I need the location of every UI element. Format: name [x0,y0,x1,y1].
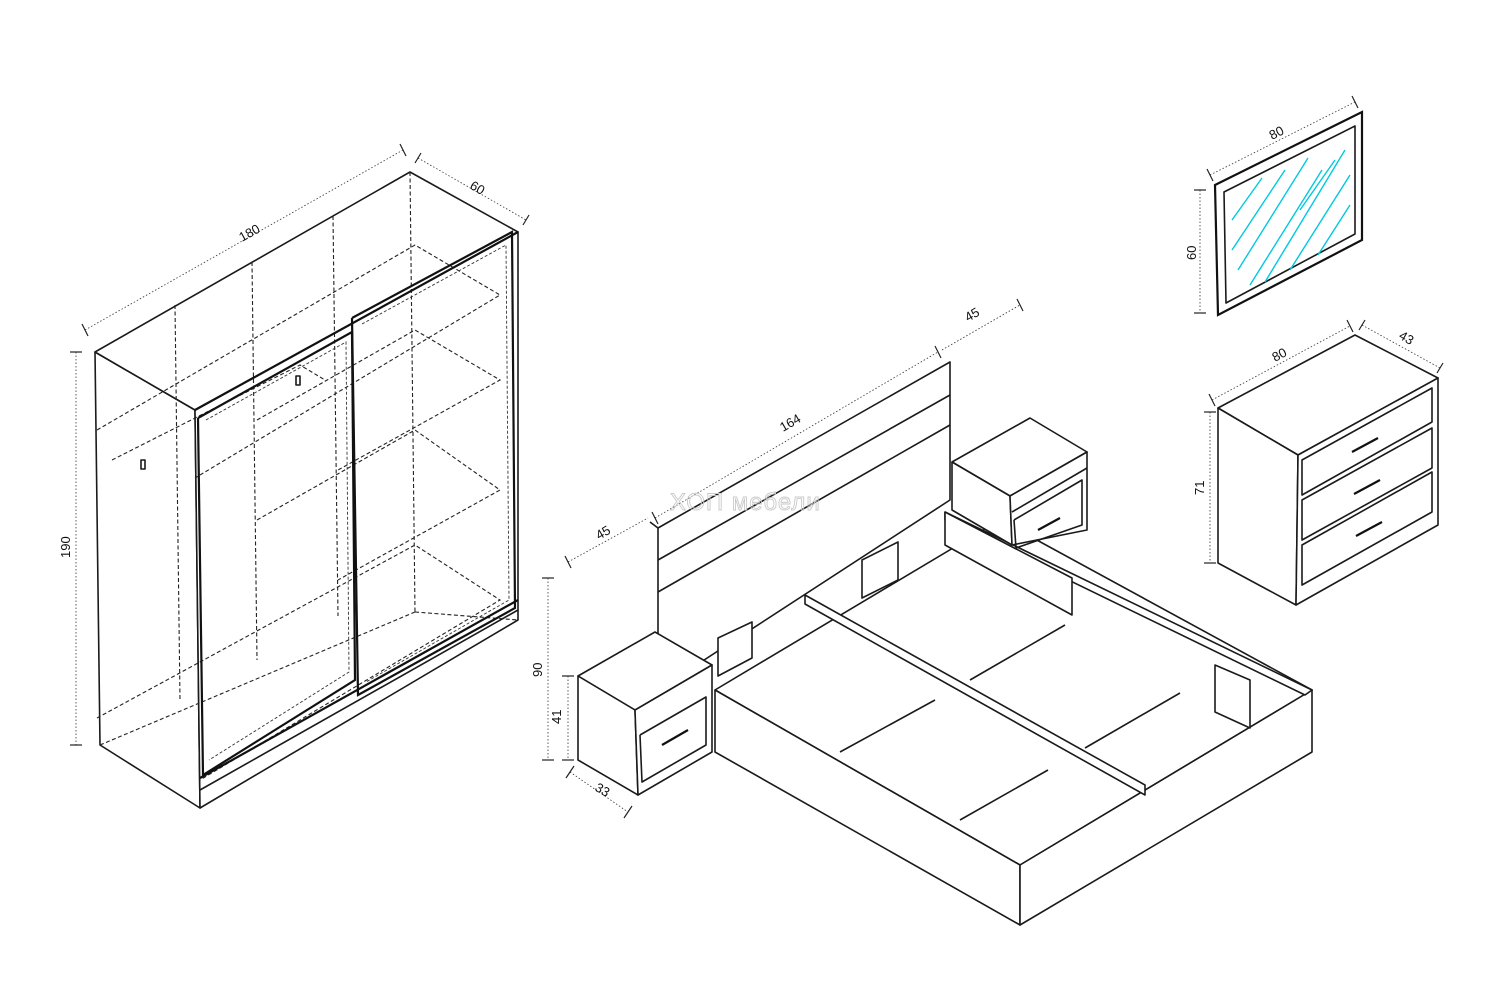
wardrobe-hidden-edge [99,611,416,746]
wardrobe [94,171,519,809]
handle-icon [295,375,301,386]
wardrobe-bottom-rail [199,609,519,791]
wardrobe-door-right-inner [361,244,510,683]
dresser-front [1295,377,1439,606]
wardrobe-divider [251,261,258,661]
handle-icon [1355,521,1383,537]
wardrobe-door-right [350,230,517,697]
wardrobe-door-left-inner [205,341,350,761]
nightstand-front [1009,451,1088,546]
handle-icon [1353,479,1381,495]
nightstand-height-label: 41 [549,710,564,724]
dresser-depth-label: 43 [1397,328,1417,348]
bed-frame-right [1019,689,1313,926]
nightstand-dimensions: 41 33 [549,675,633,819]
wardrobe-divider [332,215,339,617]
mirror-dimensions: 80 60 [1184,95,1359,314]
wardrobe-height-label: 190 [58,536,73,558]
nightstand-right [951,417,1088,549]
wardrobe-door-left [196,330,357,777]
wardrobe-shelf [96,544,502,781]
dresser-height-label: 71 [1192,481,1207,495]
bed [649,361,1313,926]
dresser [1217,334,1439,606]
wardrobe-depth-label: 60 [468,178,488,198]
nightstand-left [577,631,713,796]
wardrobe-shelf [96,244,502,479]
handle-icon [1037,517,1061,531]
dresser-dimensions: 80 43 71 [1192,319,1444,564]
wardrobe-dimensions: 180 60 190 [58,143,530,746]
dresser-width-label: 80 [1269,345,1289,365]
handle-icon [1351,437,1379,453]
handle-icon [140,459,146,470]
mirror [1213,110,1364,317]
bed-width-label: 164 [777,411,803,435]
bed-support [861,541,899,599]
handle-icon [661,729,689,746]
bed-side-left-label: 45 [593,522,613,542]
wardrobe-hidden-edge [414,611,519,621]
nightstand-front [634,664,713,796]
mirror-height-label: 60 [1184,246,1199,260]
bed-side-top-label: 45 [962,304,982,324]
bed-support [717,621,753,677]
mirror-reflection [1231,149,1351,286]
wardrobe-hidden-edge [409,171,416,613]
wardrobe-bottom-rail [199,599,519,779]
bed-inner-board [944,511,1073,616]
nightstand-depth-label: 33 [593,780,613,800]
wardrobe-rail [111,364,326,461]
mirror-width-label: 80 [1267,123,1287,143]
wardrobe-shelf [256,329,502,471]
bed-dimensions: 164 45 45 90 [530,298,1024,761]
mirror-frame [1213,110,1364,317]
mirror-glass-border [1223,125,1356,304]
wardrobe-divider [174,304,181,701]
bed-center-board [804,594,1146,796]
bed-support [1214,664,1251,729]
bed-height-label: 90 [530,663,545,677]
wardrobe-top-rail [194,231,519,411]
wardrobe-width-label: 180 [236,221,262,245]
wardrobe-shelf [256,429,502,581]
wardrobe-side-left [94,351,201,809]
watermark: ХОП мебели [670,489,821,516]
